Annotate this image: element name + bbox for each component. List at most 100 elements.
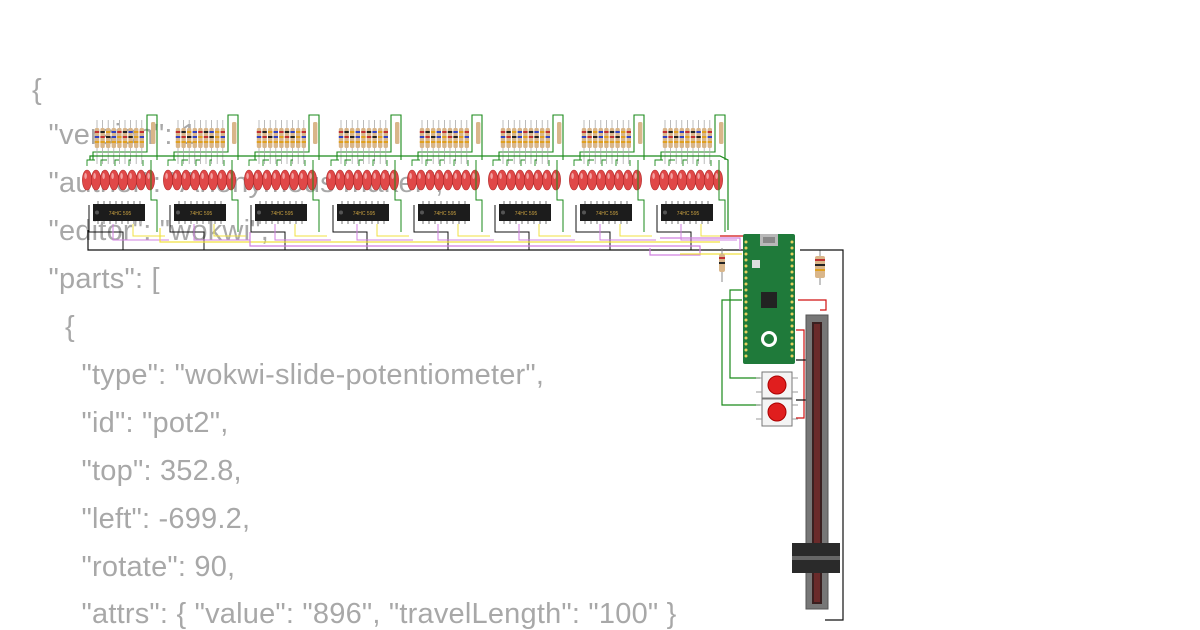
- pico-pin: [744, 300, 748, 304]
- resistor-band: [100, 136, 105, 138]
- led-highlight: [499, 173, 502, 179]
- raspberry-pi-pico[interactable]: [743, 234, 795, 364]
- resistor-band: [447, 141, 453, 143]
- resistor-band: [690, 136, 696, 138]
- pico-pin: [790, 336, 794, 340]
- resistor-band: [175, 131, 181, 133]
- shift-register-module: 74HC 595: [488, 114, 575, 250]
- led-highlight: [472, 173, 475, 179]
- chip-pin: [289, 221, 291, 224]
- wire-green-loop: [336, 114, 402, 160]
- resistor-band: [338, 131, 344, 133]
- led: [253, 169, 263, 191]
- resistor-band: [262, 141, 267, 143]
- resistor-band: [690, 141, 696, 143]
- resistor-band: [355, 131, 360, 133]
- resistor-band: [419, 136, 425, 138]
- wire-black: [656, 205, 692, 250]
- chip-pin: [584, 201, 586, 204]
- chip-pin: [545, 201, 547, 204]
- chip-pin: [596, 221, 598, 224]
- resistor: [151, 122, 156, 144]
- led: [289, 169, 299, 191]
- resistor-band: [192, 136, 197, 138]
- pico-pin: [744, 318, 748, 322]
- shift-register-module: 74HC 595: [163, 114, 250, 250]
- led: [172, 169, 182, 191]
- led: [569, 169, 579, 191]
- led-highlight: [625, 173, 628, 179]
- chip-pin: [434, 221, 436, 224]
- wire-yellow-bus: [159, 228, 720, 243]
- resistor-band: [626, 141, 631, 143]
- pico-pins: [744, 240, 794, 358]
- resistor-band: [696, 141, 701, 143]
- resistor-band: [534, 141, 539, 143]
- led-highlight: [111, 173, 114, 179]
- led: [686, 169, 696, 191]
- wire-violet: [680, 224, 737, 241]
- resistor-band: [134, 136, 139, 138]
- pushbutton-1[interactable]: [756, 371, 798, 399]
- resistor-band: [598, 131, 603, 133]
- resistor-band: [674, 131, 679, 133]
- wire-black-pot: [800, 249, 844, 621]
- chip-pin: [178, 201, 180, 204]
- wire-green: [425, 159, 432, 166]
- resistor-band: [215, 136, 220, 138]
- resistor-band: [702, 136, 707, 138]
- chip-pin: [683, 201, 685, 204]
- resistor-band: [378, 131, 383, 133]
- led: [109, 169, 119, 191]
- led: [605, 169, 615, 191]
- resistor-band: [621, 136, 626, 138]
- chip-pin: [590, 201, 592, 204]
- resistor-band: [94, 141, 100, 143]
- led: [163, 169, 173, 191]
- pico-pin: [744, 342, 748, 346]
- resistor-band: [604, 131, 609, 133]
- wire-green-loop: [417, 114, 483, 160]
- resistor: [719, 122, 724, 144]
- led-highlight: [526, 173, 529, 179]
- slider-knob[interactable]: [792, 543, 840, 573]
- resistor-band: [203, 131, 209, 133]
- led: [461, 169, 471, 191]
- led: [344, 169, 354, 191]
- pushbutton-2[interactable]: [756, 398, 798, 427]
- resistor-band: [383, 141, 388, 143]
- slide-potentiometer[interactable]: [792, 314, 840, 610]
- chip-pin: [701, 221, 703, 224]
- led: [659, 169, 669, 191]
- chip-pin: [503, 201, 505, 204]
- resistor-band: [512, 131, 517, 133]
- led-highlight: [418, 173, 421, 179]
- pico-pin: [790, 318, 794, 322]
- resistor-band: [192, 141, 197, 143]
- led: [407, 169, 417, 191]
- pico-pin: [790, 288, 794, 292]
- led-highlight: [102, 173, 105, 179]
- pico-pin: [744, 294, 748, 298]
- wire-green: [506, 159, 513, 166]
- chip-pin: [383, 221, 385, 224]
- shift-register-chip: [255, 204, 307, 221]
- wire-green: [439, 159, 444, 166]
- led-highlight: [364, 173, 367, 179]
- resistor-band: [100, 141, 105, 143]
- led-highlight: [300, 173, 303, 179]
- led: [596, 169, 606, 191]
- resistor-band: [301, 131, 306, 133]
- resistor-band: [344, 131, 349, 133]
- chip-pin: [196, 221, 198, 224]
- shift-register-chip: [93, 204, 145, 221]
- chip-pin: [671, 221, 673, 224]
- wire-green: [534, 159, 537, 166]
- chip-pin: [689, 201, 691, 204]
- wire-green: [231, 160, 239, 232]
- resistor-band: [707, 141, 712, 143]
- led-highlight: [427, 173, 430, 179]
- chip-pin: [133, 201, 135, 204]
- chip-pin: [689, 221, 691, 224]
- resistor-band: [436, 131, 441, 133]
